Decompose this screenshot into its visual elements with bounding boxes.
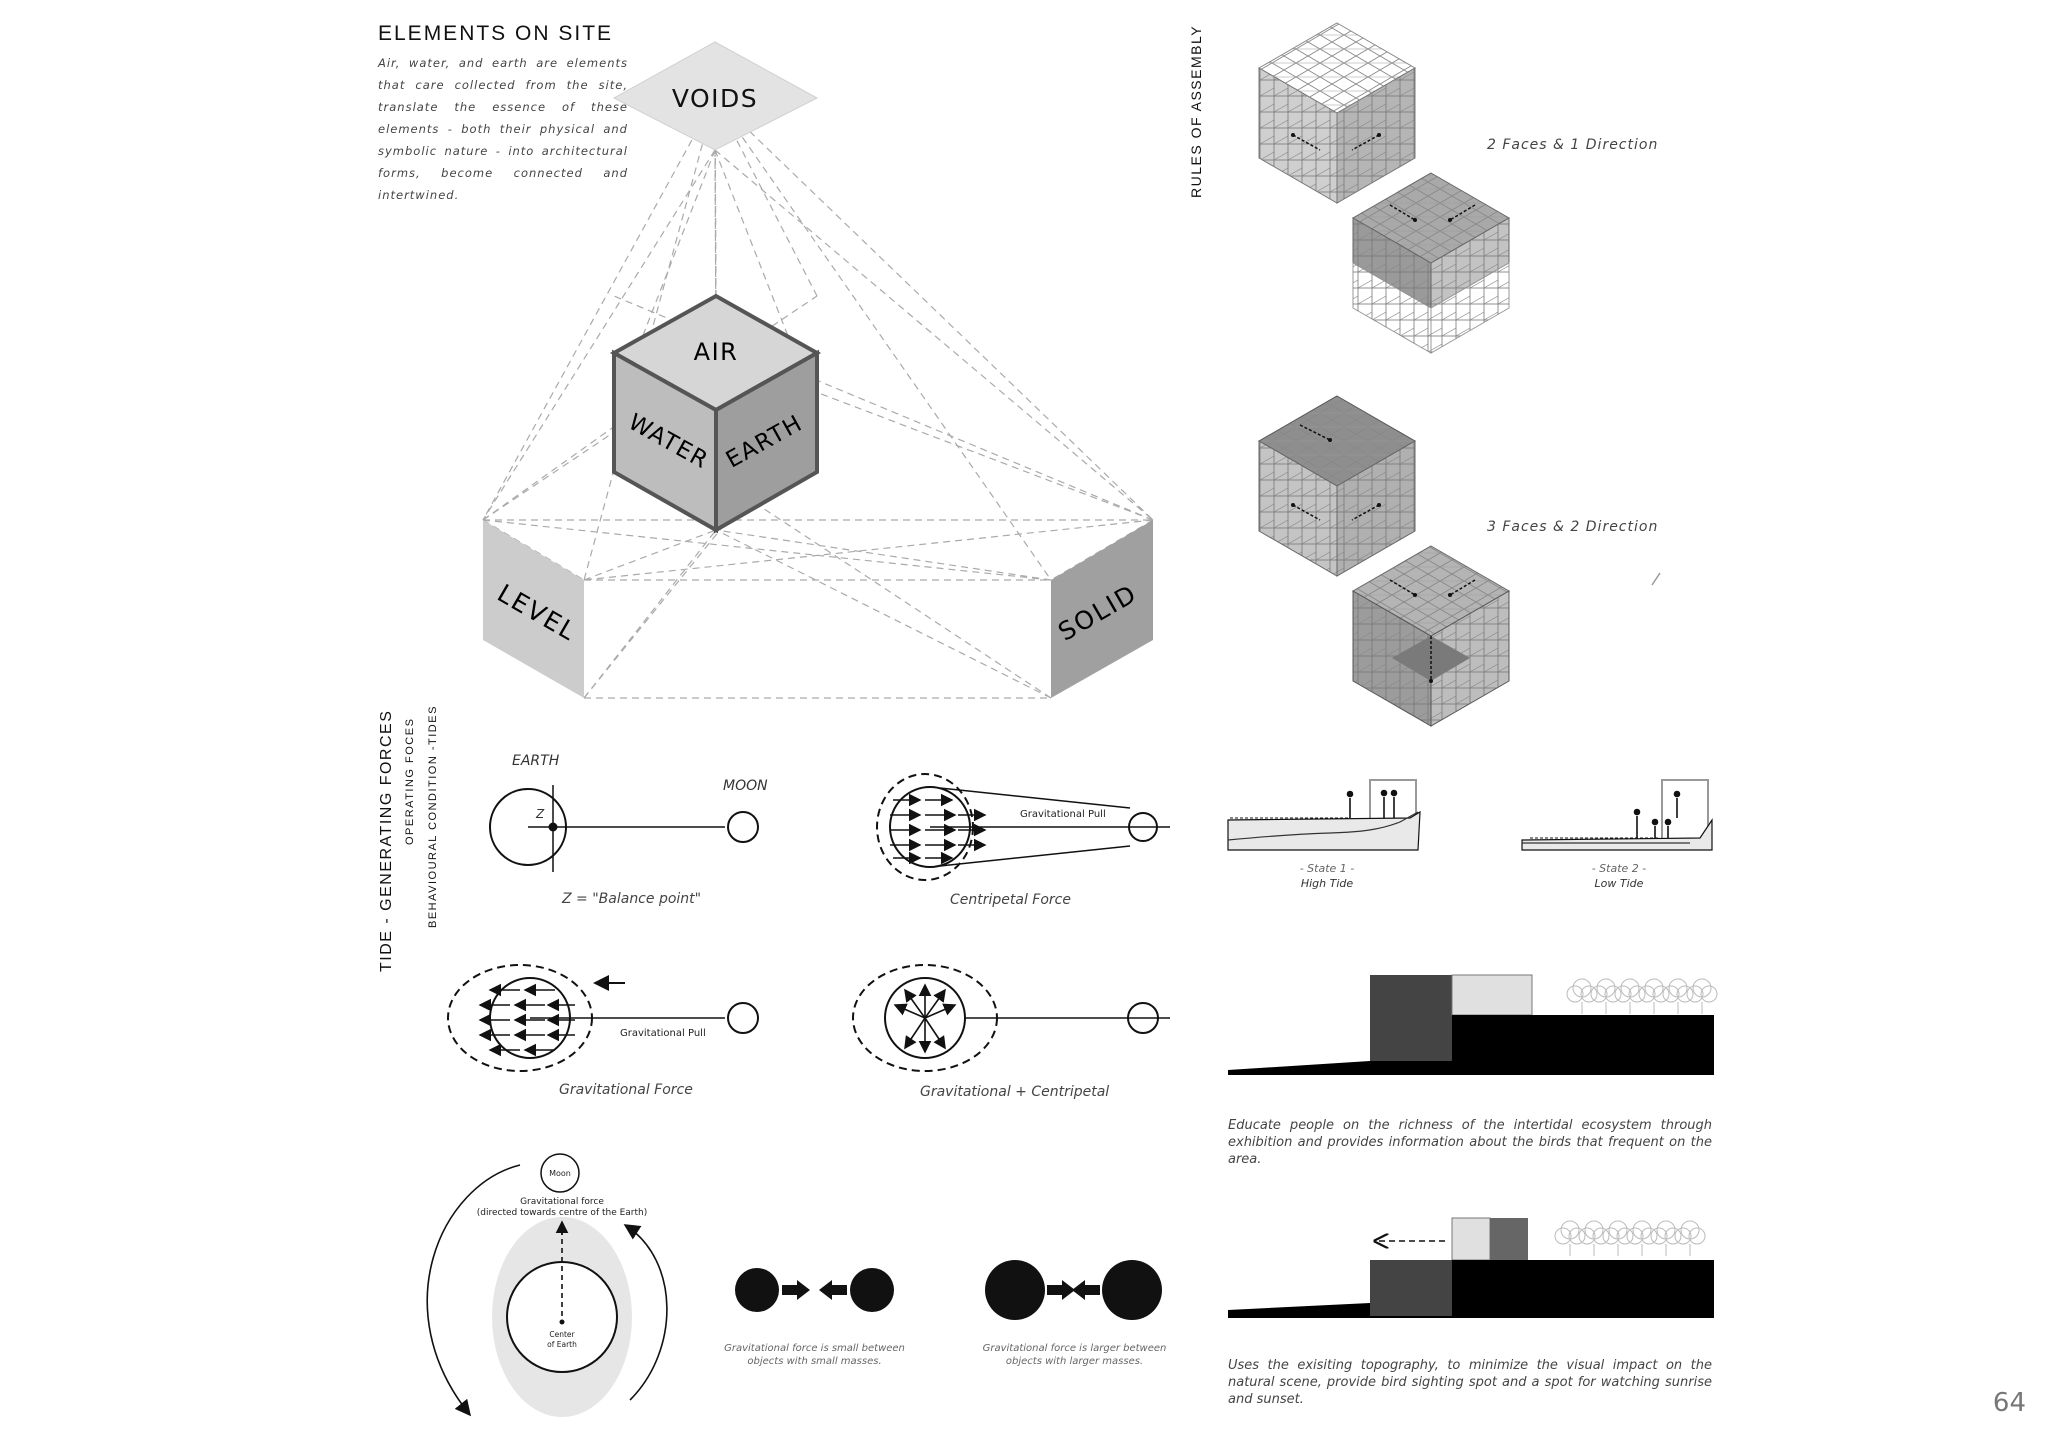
trees-1 — [1566, 978, 1718, 1015]
voids-face — [612, 41, 819, 151]
page-number: 64 — [1992, 1388, 2026, 1418]
large-masses-diagram — [985, 1260, 1162, 1320]
gravitational-caption: Gravitational Force — [559, 1082, 693, 1098]
assembly-cubes — [1257, 22, 1661, 727]
section-1 — [1228, 974, 1718, 1075]
tide-sub1: OPERATING FOCES — [404, 717, 416, 845]
level-face — [483, 520, 584, 698]
state2-line1: - State 2 - — [1591, 862, 1647, 875]
voids-label: VOIDS — [672, 84, 758, 113]
z-label: Z — [535, 807, 545, 821]
stray-mark — [1651, 572, 1661, 586]
earth-label-text: EARTH — [512, 753, 560, 769]
section-2-description: Uses the exisiting topography, to minimi… — [1228, 1358, 1712, 1407]
small-masses-diagram — [735, 1268, 894, 1312]
assembly-cube-2 — [1351, 172, 1511, 354]
element-cube: AIR WATER EARTH — [609, 293, 822, 534]
small-mass-caption: Gravitational force is small between obj… — [724, 1343, 905, 1367]
cube-right-face — [714, 349, 819, 534]
section-1-description: Educate people on the richness of the in… — [1228, 1118, 1712, 1167]
centripetal-caption: Centripetal Force — [950, 892, 1071, 908]
moon-small-label: Moon — [549, 1169, 571, 1178]
balance-caption: Z = "Balance point" — [562, 891, 702, 907]
moon-earth-orbit-diagram: Moon Gravitational force (directed towar… — [426, 1153, 668, 1417]
rule-1-caption: 2 Faces & 1 Direction — [1487, 137, 1659, 153]
rules-of-assembly-heading: RULES OF ASSEMBLY — [1188, 24, 1204, 198]
massing-sections — [1228, 974, 1718, 1318]
moon-label-text: MOON — [723, 778, 768, 794]
tide-forces-diagrams: EARTH MOON Z Gravitational Pull — [426, 753, 1170, 1417]
large-mass-caption: Gravitational force is larger between ob… — [982, 1343, 1167, 1367]
grav-force-line2: (directed towards centre of the Earth) — [477, 1208, 648, 1218]
grav-force-line1: Gravitational force — [520, 1197, 604, 1207]
tide-states-diagram — [1227, 779, 1713, 851]
assembly-cube-1 — [1257, 22, 1417, 204]
center-line2: of Earth — [547, 1340, 577, 1349]
air-label: AIR — [694, 338, 739, 366]
elements-on-site-diagram: VOIDS AIR WATER EARTH LEVEL SOLID — [482, 41, 1154, 699]
state1-line2: High Tide — [1300, 877, 1354, 890]
state-2-section — [1521, 779, 1713, 851]
rule-2-caption: 3 Faces & 2 Direction — [1487, 519, 1659, 535]
section-2 — [1228, 1217, 1714, 1318]
state1-line1: - State 1 - — [1299, 862, 1355, 875]
page-title: ELEMENTS ON SITE — [378, 22, 614, 45]
combined-force-diagram — [852, 964, 1170, 1072]
tide-heading: TIDE - GENERATING FORCES — [378, 709, 395, 972]
solid-face — [1051, 520, 1153, 698]
center-line1: Center — [549, 1330, 575, 1339]
combined-caption: Gravitational + Centripetal — [920, 1084, 1110, 1100]
intro-text: Air, water, and earth are elements that … — [378, 56, 628, 202]
state-1-section — [1227, 779, 1421, 851]
gravitational-force-diagram: Gravitational Pull — [447, 964, 759, 1072]
centripetal-force-diagram: Gravitational Pull — [876, 773, 1170, 881]
trees-2 — [1554, 1220, 1706, 1257]
assembly-cube-3 — [1257, 395, 1417, 577]
balance-point-diagram: EARTH MOON Z — [489, 753, 768, 872]
grav-pull-label-2: Gravitational Pull — [620, 1028, 706, 1039]
grav-pull-label-1: Gravitational Pull — [1020, 809, 1106, 820]
assembly-cube-4 — [1351, 545, 1511, 727]
state2-line2: Low Tide — [1594, 877, 1644, 890]
